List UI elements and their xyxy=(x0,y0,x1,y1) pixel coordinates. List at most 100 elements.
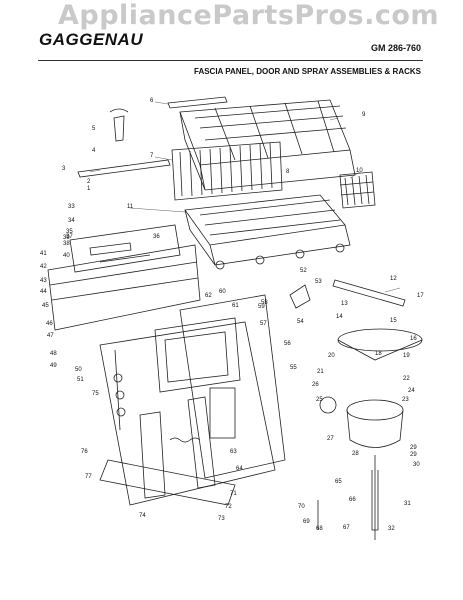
callout-40: 40 xyxy=(63,253,70,259)
callout-70: 70 xyxy=(298,504,305,510)
callout-41: 41 xyxy=(40,251,47,257)
callout-38: 38 xyxy=(63,241,70,247)
callout-69: 69 xyxy=(303,519,310,525)
callout-18: 18 xyxy=(375,351,382,357)
brand-logo: GAGGENAU xyxy=(39,30,144,49)
callout-13: 13 xyxy=(341,301,348,307)
callout-33: 33 xyxy=(68,204,75,210)
callout-63: 63 xyxy=(230,449,237,455)
upper-rack xyxy=(179,99,356,191)
top-nozzle xyxy=(109,108,129,142)
callout-65: 65 xyxy=(335,479,342,485)
callout-57: 57 xyxy=(260,321,267,327)
callout-47: 47 xyxy=(47,333,54,339)
callout-39: 39 xyxy=(63,235,70,241)
callout-66: 66 xyxy=(349,497,356,503)
callout-3: 3 xyxy=(62,166,66,172)
callout-71: 71 xyxy=(230,491,237,497)
callout-9: 9 xyxy=(362,112,366,118)
rack-strip xyxy=(167,96,228,109)
lower-rack xyxy=(184,194,351,270)
callout-12: 12 xyxy=(390,276,397,282)
callout-31: 31 xyxy=(404,501,411,507)
callout-76: 76 xyxy=(81,449,88,455)
callout-37: 37 xyxy=(66,234,73,240)
callout-43: 43 xyxy=(40,278,47,284)
callout-51: 51 xyxy=(77,377,84,383)
callout-67: 67 xyxy=(343,525,350,531)
leader-lines xyxy=(89,101,401,293)
callout-44: 44 xyxy=(40,289,47,295)
callout-54: 54 xyxy=(297,319,304,325)
callout-27: 27 xyxy=(327,436,334,442)
callout-21: 21 xyxy=(317,369,324,375)
callout-22: 22 xyxy=(403,376,410,382)
control-box xyxy=(154,317,241,393)
callout-42: 42 xyxy=(40,264,47,270)
callout-78: 78 xyxy=(0,0,7,2)
callout-2: 2 xyxy=(87,179,91,185)
callout-45: 45 xyxy=(42,303,49,309)
callout-29: 29 xyxy=(410,445,417,451)
callout-36: 36 xyxy=(153,234,160,240)
callout-55: 55 xyxy=(290,365,297,371)
callout-64: 64 xyxy=(236,466,243,472)
callout-32: 32 xyxy=(388,526,395,532)
sump-assembly xyxy=(319,328,423,540)
callout-14: 14 xyxy=(336,314,343,320)
callout-16: 16 xyxy=(410,336,417,342)
callout-49: 49 xyxy=(50,363,57,369)
callout-19: 19 xyxy=(403,353,410,359)
callout-59: 59 xyxy=(258,304,265,310)
callout-7: 7 xyxy=(150,153,154,159)
callout-50: 50 xyxy=(75,367,82,373)
door-hinges xyxy=(99,396,236,506)
callout-56: 56 xyxy=(284,341,291,347)
callout-46: 46 xyxy=(46,321,53,327)
callout-20: 20 xyxy=(328,353,335,359)
callout-25: 25 xyxy=(316,397,323,403)
callout-30: 30 xyxy=(413,462,420,468)
callout-15: 15 xyxy=(390,318,397,324)
callout-72: 72 xyxy=(225,504,232,510)
callout-68: 68 xyxy=(316,526,323,532)
pipe-31 xyxy=(371,470,379,531)
callout-11: 11 xyxy=(127,204,134,210)
callout-26: 26 xyxy=(312,382,319,388)
callout-77: 77 xyxy=(85,474,92,480)
fascia-panel xyxy=(47,224,201,331)
callout-52: 52 xyxy=(300,268,307,274)
header-rule xyxy=(38,60,423,61)
inner-door-liner xyxy=(179,294,286,479)
callout-17: 17 xyxy=(417,293,424,299)
callout-28: 28 xyxy=(352,451,359,457)
diagram-title: FASCIA PANEL, DOOR AND SPRAY ASSEMBLIES … xyxy=(194,67,421,76)
callout-53: 53 xyxy=(315,279,322,285)
cutlery-basket xyxy=(339,171,376,209)
callout-60: 60 xyxy=(219,289,226,295)
door-spring xyxy=(169,437,201,443)
callout-74: 74 xyxy=(139,513,146,519)
callout-61: 61 xyxy=(232,303,239,309)
callout-58: 58 xyxy=(261,300,268,306)
callout-62: 62 xyxy=(205,293,212,299)
callout-10: 10 xyxy=(356,168,363,174)
float-part xyxy=(289,284,311,309)
model-number: GM 286-760 xyxy=(370,43,421,53)
tines-insert xyxy=(171,141,283,201)
callout-73: 73 xyxy=(218,516,225,522)
callout-1: 1 xyxy=(87,186,91,192)
callout-48: 48 xyxy=(50,351,57,357)
callout-24: 24 xyxy=(408,388,415,394)
watermark: AppliancePartsPros.com xyxy=(58,0,440,31)
lower-spray-arm xyxy=(332,279,406,307)
outer-door-panel xyxy=(99,321,276,506)
callout-35: 35 xyxy=(66,229,73,235)
upper-spray-arm xyxy=(77,159,171,178)
callout-34: 34 xyxy=(68,218,75,224)
callout-5: 5 xyxy=(92,126,96,132)
callout-4: 4 xyxy=(92,148,96,154)
